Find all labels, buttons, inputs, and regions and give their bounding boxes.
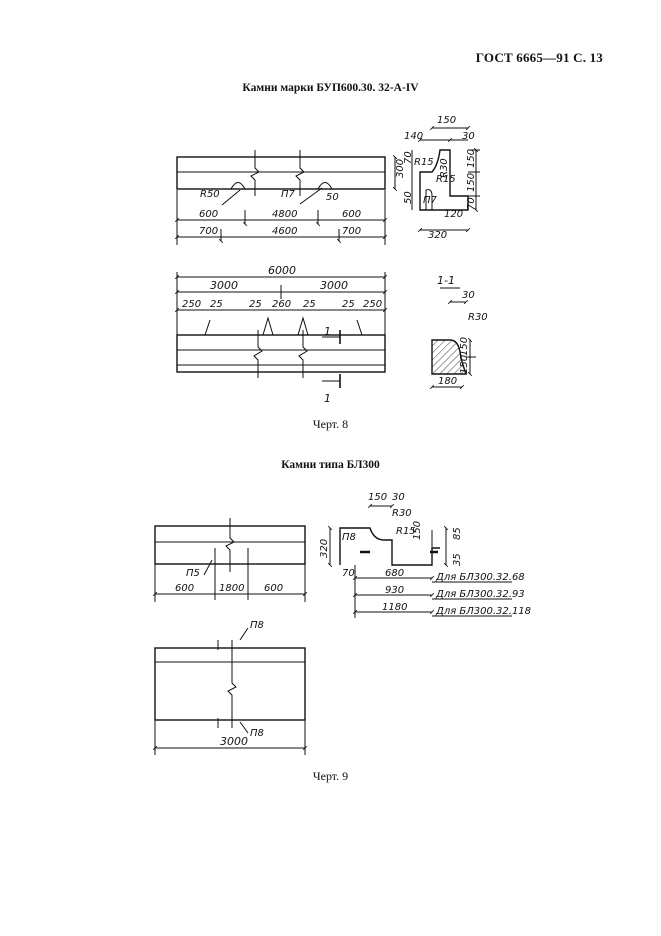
section-mark-bottom: 1 [324,392,331,405]
section-mark-top: 1 [324,325,331,338]
dim-70: 70 [403,151,414,164]
variant-93: Для БЛ300.32.93 [435,589,525,600]
fig9-plan-labels: П8 П8 3000 [220,620,264,748]
dim-30: 30 [462,131,475,142]
label-p7: П7 [281,189,296,200]
dim-120: 120 [444,209,463,220]
dim-150-right-top: 150 [466,149,477,168]
dim-1180: 1180 [382,602,407,613]
dim-25-a: 25 [210,299,223,310]
fig8-section-1-1 [429,287,476,390]
dim-260: 260 [272,299,291,310]
dim-600-right: 600 [342,209,361,220]
dim-85: 85 [452,527,463,540]
dim-3000-left: 3000 [210,279,238,292]
dim-70-f9: 70 [342,568,355,579]
radius-r30-f9: R30 [392,508,412,519]
fig8-plan-view [174,272,388,388]
dim-35: 35 [452,553,463,566]
label-p7-side: П7 [423,195,438,206]
dim-4800: 4800 [272,209,297,220]
dim-300: 300 [395,159,406,178]
dim-50-side: 50 [403,191,414,204]
section-dim-180: 180 [438,376,457,387]
dim-600-right-f9: 600 [264,583,283,594]
dim-150-right-f9: 150 [412,521,423,540]
dim-250-right: 250 [363,299,382,310]
label-p5: П5 [186,568,200,579]
dim-150-right-bottom: 150 [466,173,477,192]
dim-700-right: 700 [342,226,361,237]
radius-r15-f9: R15 [396,526,416,537]
variant-68: Для БЛ300.32.68 [435,572,525,583]
section-dim-150-bottom: 150 [459,355,470,374]
section-radius-r30: R30 [468,312,488,323]
fig9-front-labels: П5 600 1800 600 [175,568,283,594]
label-50: 50 [326,192,339,203]
fig8-front-labels: R50 П7 50 600 4800 600 700 4600 700 300 … [199,151,414,237]
dim-4600: 4600 [272,226,297,237]
dim-6000: 6000 [268,264,296,277]
dim-600-left: 600 [199,209,218,220]
dim-25-c: 25 [303,299,316,310]
fig9-side-labels: 150 30 R30 R15 150 85 35 320 70 П8 680 9… [319,492,531,617]
figure9-title: Камни типа БЛ300 [281,459,380,471]
dim-600-left-f9: 600 [175,583,194,594]
fig9-plan-view [152,627,308,755]
dim-25-b: 25 [249,299,262,310]
dim-680: 680 [385,568,404,579]
label-p8-side: П8 [342,532,356,543]
label-p8-top: П8 [250,620,264,631]
fig8-side-labels: 150 140 30 R15 R30 R15 150 150 70 П7 120… [404,115,477,241]
dim-700-left: 700 [199,226,218,237]
section-dim-30: 30 [462,290,475,301]
dim-150-f9: 150 [368,492,387,503]
dim-140: 140 [404,131,423,142]
figure9-caption: Черт. 9 [312,769,349,783]
figure8-caption: Черт. 8 [312,417,349,431]
page-header: ГОСТ 6665—91 С. 13 [475,50,603,65]
fig9-side-profile [327,503,512,618]
dim-3000-right: 3000 [320,279,348,292]
section-title: 1-1 [437,274,455,287]
dim-1800: 1800 [219,583,244,594]
dim-320: 320 [428,230,447,241]
fig8-section-labels: 1-1 30 R30 150 150 180 [437,274,488,387]
figure8-title: Камни марки БУП600.30. 32-А-IV [242,82,419,94]
dim-320-f9: 320 [319,539,330,558]
dim-930: 930 [385,585,404,596]
dim-3000-f9: 3000 [220,735,248,748]
radius-r15-bottom: R15 [436,174,456,185]
fig9-front-view [152,518,308,602]
section-dim-150-top: 150 [459,337,470,356]
fig8-plan-labels: 6000 3000 3000 250 25 25 260 25 25 250 1… [182,264,382,405]
fig8-side-profile [411,125,480,233]
dim-30-f9: 30 [392,492,405,503]
dim-25-d: 25 [342,299,355,310]
radius-r30: R30 [439,158,450,178]
label-p8-bottom: П8 [250,728,264,739]
fig8-front-view [174,150,398,245]
radius-r15-top: R15 [414,157,434,168]
dim-250-left: 250 [182,299,201,310]
dim-150-top: 150 [437,115,456,126]
label-r50: R50 [200,189,220,200]
variant-118: Для БЛ300.32.118 [435,606,531,617]
dim-70-right: 70 [466,197,477,210]
